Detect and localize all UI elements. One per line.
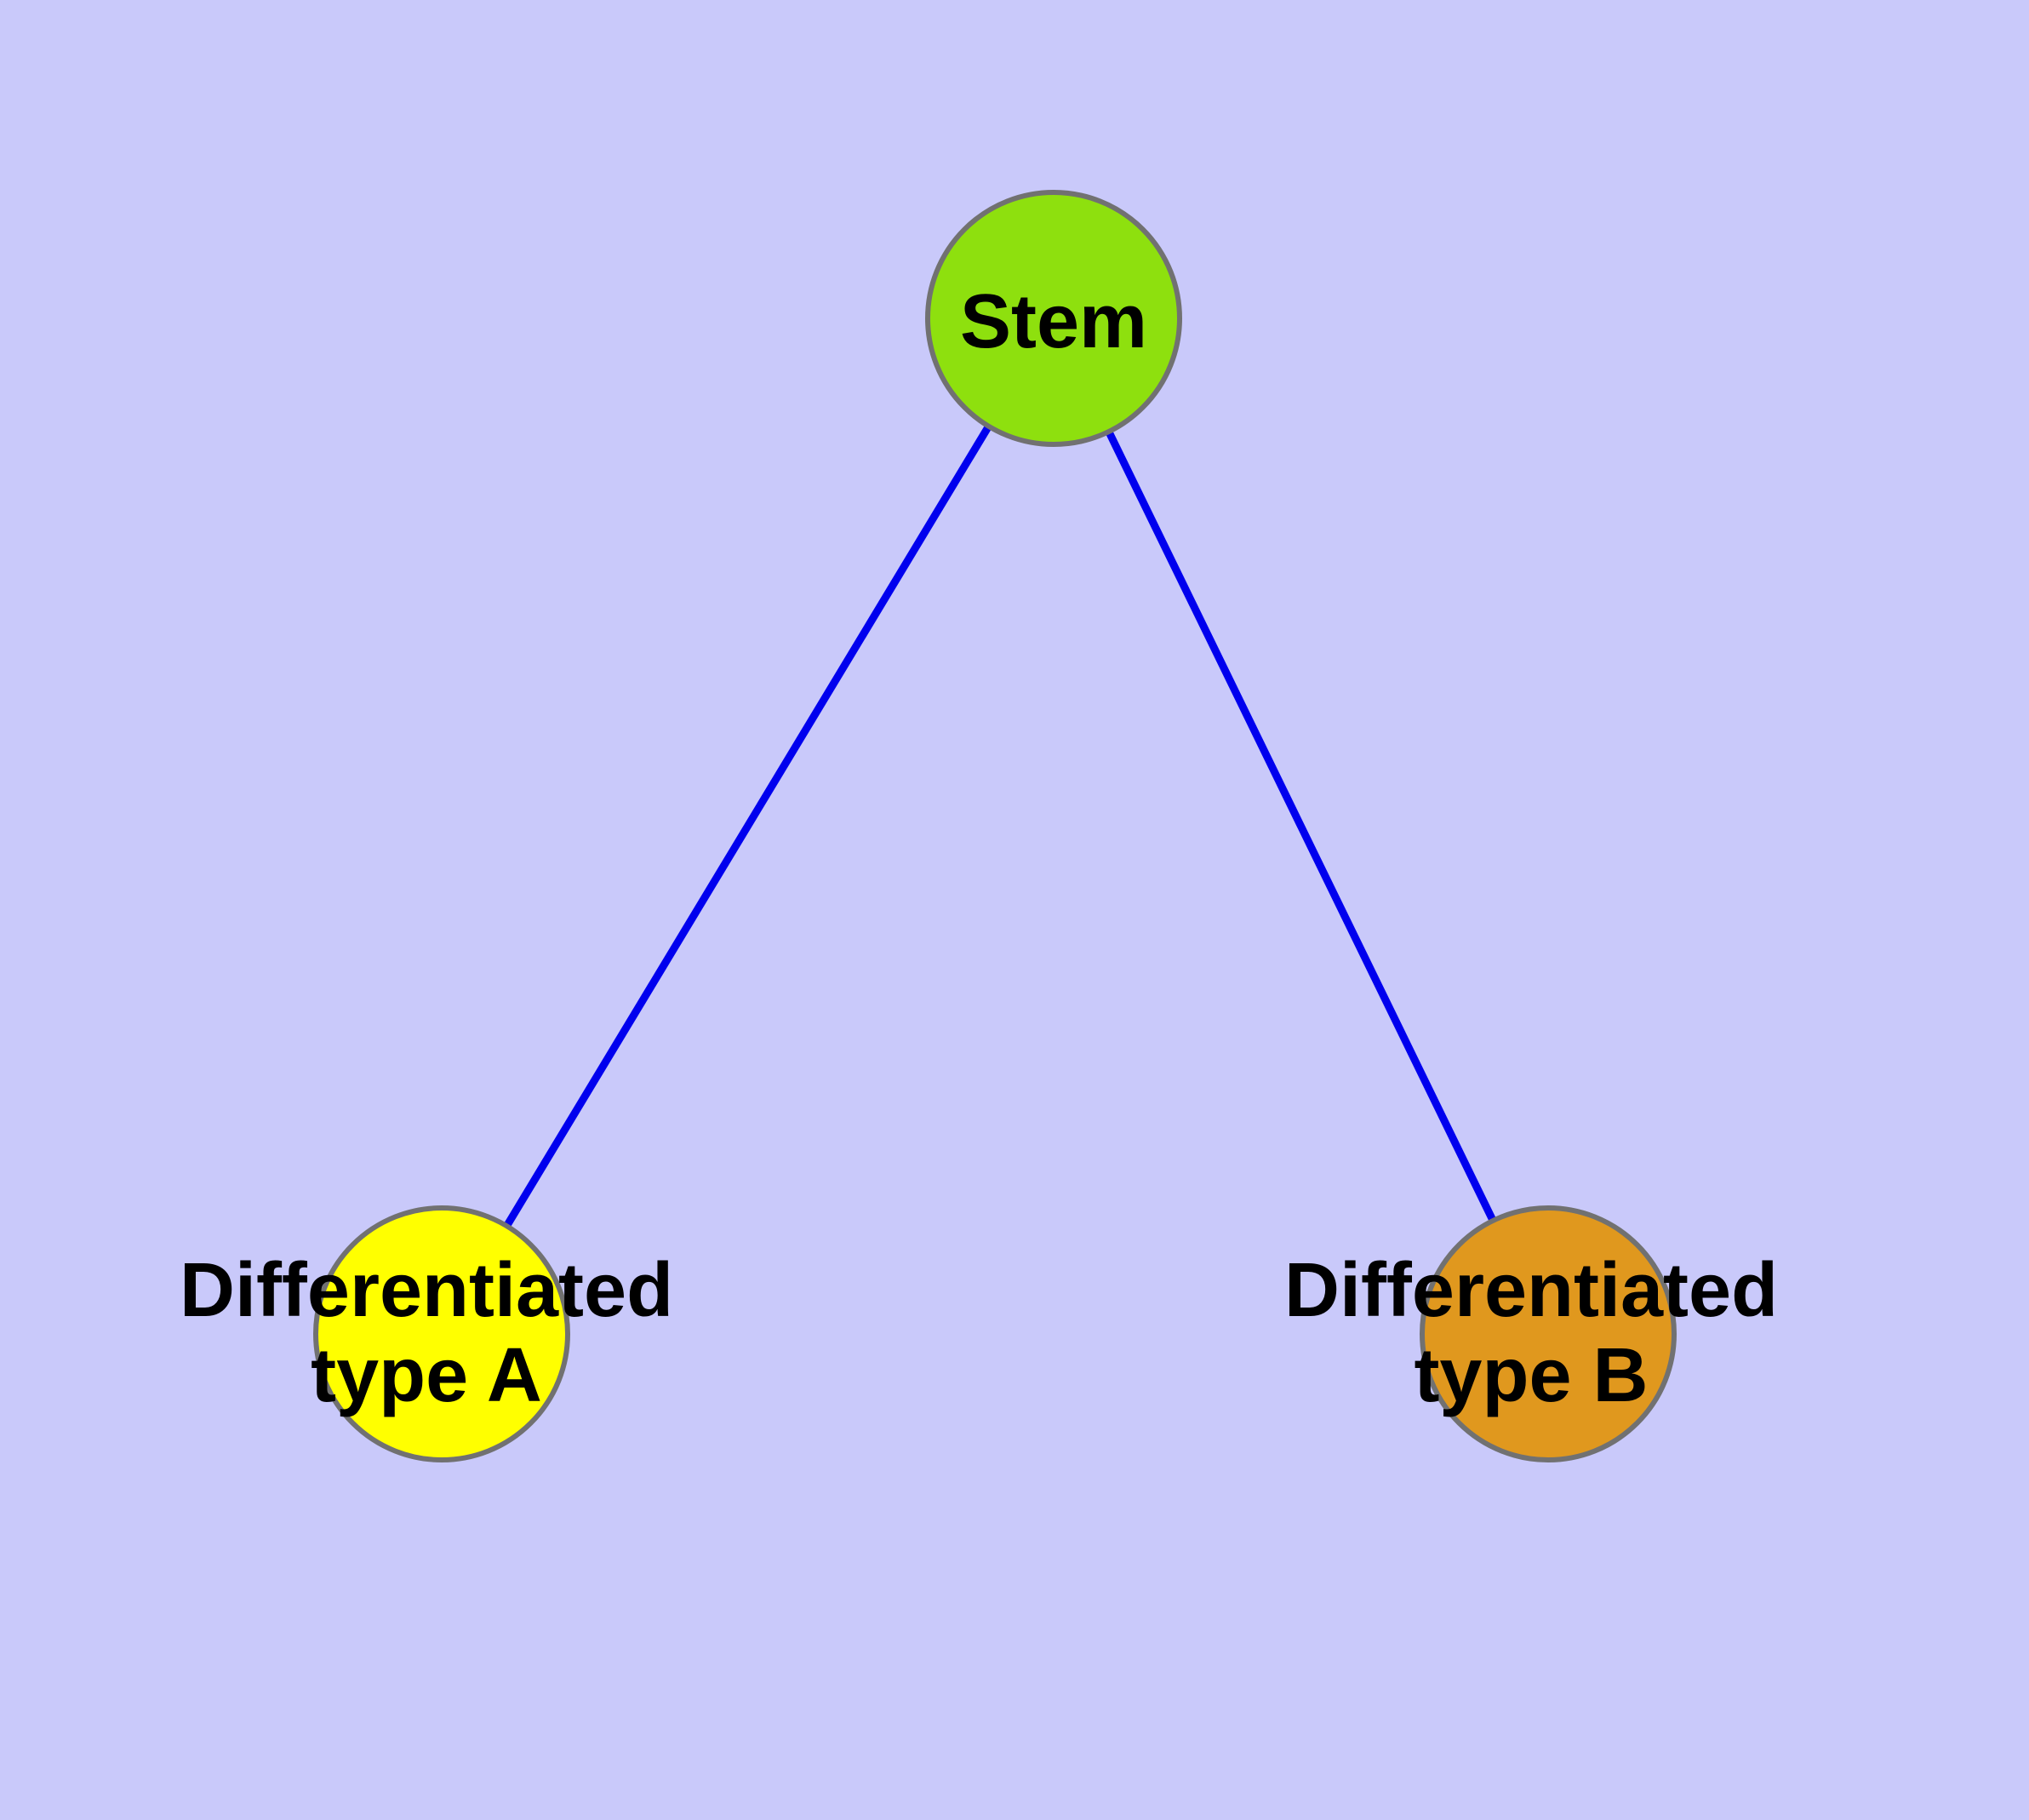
node-stem-border bbox=[925, 190, 1182, 447]
node-type-b-label: Differentiated type B bbox=[1284, 1248, 1778, 1418]
node-type-a-label-line1: Differentiated bbox=[179, 1248, 674, 1333]
edge-stem-to-type-a bbox=[438, 316, 1057, 1336]
edge-stem-to-type-b bbox=[1049, 317, 1552, 1336]
node-type-a-label-line2: type A bbox=[311, 1333, 542, 1418]
node-type-b-label-line1: Differentiated bbox=[1283, 1248, 1779, 1333]
node-stem-circle bbox=[928, 192, 1180, 444]
node-type-b-label-line2: type B bbox=[1414, 1333, 1649, 1418]
node-type-b-circle bbox=[1422, 1208, 1674, 1460]
node-stem-label: Stem bbox=[959, 279, 1148, 364]
node-type-b-border bbox=[1420, 1205, 1677, 1462]
node-type-a-label: Differentiated type A bbox=[180, 1248, 673, 1418]
node-type-a-circle bbox=[316, 1208, 568, 1460]
node-type-a-border bbox=[313, 1205, 570, 1462]
